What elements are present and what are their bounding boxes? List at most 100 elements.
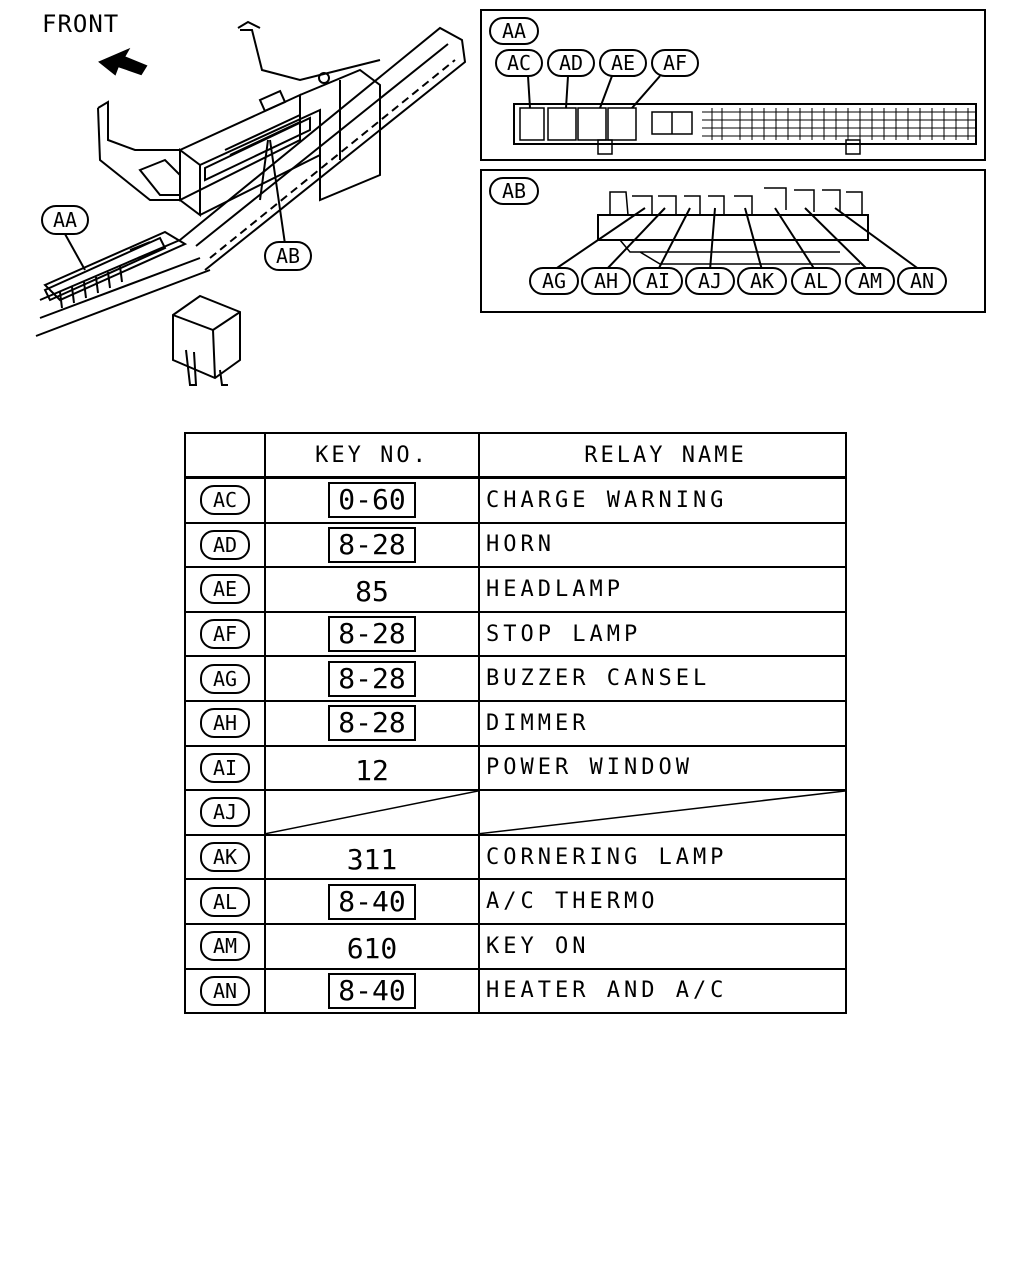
empty-slash (266, 791, 478, 834)
row-code-bubble: AH (200, 708, 250, 739)
front-label: FRONT (42, 10, 120, 38)
row-code-cell: AN (184, 967, 266, 1015)
row-relay-name: CORNERING LAMP (478, 833, 847, 881)
row-key-cell: 8-28 (264, 521, 480, 569)
key-no-boxed: 8-40 (328, 883, 416, 920)
key-no: 85 (355, 575, 389, 609)
table-row: AE 85 HEADLAMP (184, 566, 847, 613)
key-no-boxed: 8-28 (328, 526, 416, 563)
row-code-cell: AC (184, 476, 266, 524)
row-code-bubble: AK (200, 842, 250, 873)
row-key-cell (264, 789, 480, 836)
row-code-bubble: AN (200, 975, 250, 1006)
slot-ad-label: AD (559, 51, 583, 75)
row-code-bubble: AJ (200, 797, 250, 828)
header-key-no: KEY NO. (264, 432, 480, 479)
empty-slash (480, 791, 845, 834)
key-no-boxed: 8-28 (328, 660, 416, 697)
row-key-cell: 0-60 (264, 476, 480, 524)
table-row: AF 8-28 STOP LAMP (184, 610, 847, 658)
slot-ak-label: AK (750, 269, 774, 293)
row-code-cell: AM (184, 922, 266, 970)
row-code-cell: AG (184, 655, 266, 702)
row-code-cell: AK (184, 833, 266, 881)
row-relay-name: CHARGE WARNING (478, 476, 847, 524)
key-no-boxed: 8-28 (328, 616, 416, 653)
row-relay-name: HEATER AND A/C (478, 967, 847, 1015)
key-no-boxed: 8-28 (328, 705, 416, 742)
row-relay-name: HORN (478, 521, 847, 569)
callout-ab: AB (276, 244, 300, 268)
slot-af-label: AF (663, 51, 687, 75)
row-code-cell: AL (184, 878, 266, 925)
header-code (184, 432, 266, 479)
row-key-cell: 12 (264, 744, 480, 792)
row-code-bubble: AI (200, 752, 250, 783)
table-row: AM 610 KEY ON (184, 922, 847, 970)
table-row: AK 311 CORNERING LAMP (184, 833, 847, 881)
inset-ab-title: AB (502, 179, 526, 203)
row-key-cell: 8-28 (264, 699, 480, 747)
slot-al-label: AL (804, 269, 828, 293)
inset-ab: AB AG AH AI AJ AK AL AM AN (480, 169, 986, 313)
table-row: AN 8-40 HEATER AND A/C (184, 967, 847, 1015)
row-code-cell: AD (184, 521, 266, 569)
row-key-cell: 311 (264, 833, 480, 881)
header-relay-name: RELAY NAME (478, 432, 847, 479)
parts-diagram: AA AB AA AC AD AE AF (35, 9, 986, 386)
slot-ae-label: AE (611, 51, 635, 75)
row-code-bubble: AM (200, 931, 250, 962)
row-relay-name (478, 789, 847, 836)
row-key-cell: 8-28 (264, 655, 480, 702)
row-code-bubble: AL (200, 886, 250, 917)
relay-table-body: AC 0-60 CHARGE WARNING AD 8-28 HORN AE 85 HEADLA… (184, 476, 847, 1015)
slot-ag-label: AG (542, 269, 566, 293)
row-code-bubble: AC (200, 485, 250, 516)
inset-aa-title: AA (502, 19, 526, 43)
row-code-bubble: AD (200, 529, 250, 560)
row-key-cell: 8-40 (264, 967, 480, 1015)
key-no-boxed: 0-60 (328, 482, 416, 519)
row-code-cell: AF (184, 610, 266, 658)
row-code-cell: AI (184, 744, 266, 792)
row-code-bubble: AG (200, 663, 250, 694)
row-key-cell: 8-28 (264, 610, 480, 658)
slot-aj-label: AJ (698, 269, 722, 293)
table-row: AJ (184, 789, 847, 836)
table-row: AG 8-28 BUZZER CANSEL (184, 655, 847, 702)
relay-cube-icon (172, 294, 241, 380)
relay-table-header: KEY NO. RELAY NAME (184, 432, 847, 479)
table-row: AC 0-60 CHARGE WARNING (184, 476, 847, 524)
table-row: AL 8-40 A/C THERMO (184, 878, 847, 925)
slot-ac-label: AC (507, 51, 531, 75)
slot-am-label: AM (858, 269, 882, 293)
table-row: AI 12 POWER WINDOW (184, 744, 847, 792)
slot-ai-label: AI (646, 269, 670, 293)
front-arrow-icon (98, 47, 148, 76)
row-relay-name: A/C THERMO (478, 878, 847, 925)
row-code-cell: AH (184, 699, 266, 747)
row-code-bubble: AF (200, 619, 250, 650)
row-relay-name: BUZZER CANSEL (478, 655, 847, 702)
row-code-bubble: AE (200, 574, 250, 605)
row-relay-name: STOP LAMP (478, 610, 847, 658)
row-key-cell: 8-40 (264, 878, 480, 925)
key-no: 610 (346, 932, 398, 966)
callout-aa: AA (53, 208, 77, 232)
row-relay-name: POWER WINDOW (478, 744, 847, 792)
row-key-cell: 85 (264, 566, 480, 613)
row-relay-name: HEADLAMP (478, 566, 847, 613)
table-row: AD 8-28 HORN (184, 521, 847, 569)
key-no: 311 (346, 843, 398, 877)
row-relay-name: KEY ON (478, 922, 847, 970)
slot-ah-label: AH (594, 269, 618, 293)
key-no-boxed: 8-40 (328, 972, 416, 1009)
slot-an-label: AN (910, 269, 934, 293)
row-code-cell: AE (184, 566, 266, 613)
key-no: 12 (355, 753, 389, 787)
row-code-cell: AJ (184, 789, 266, 836)
row-key-cell: 610 (264, 922, 480, 970)
inset-aa: AA AC AD AE AF (480, 9, 986, 161)
